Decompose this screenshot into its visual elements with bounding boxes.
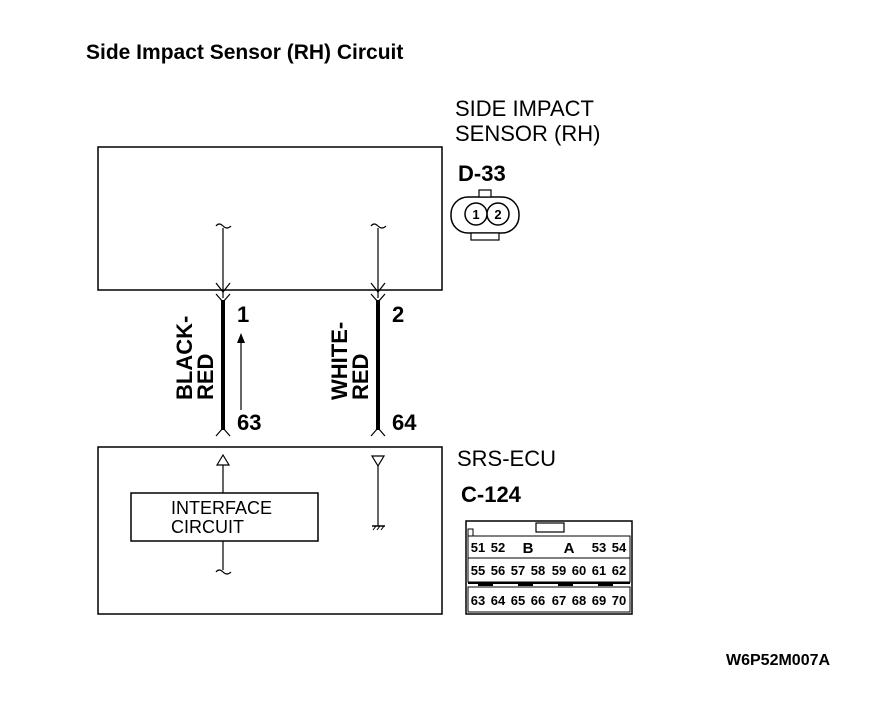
ecu-cell-64: 64 [491, 593, 506, 608]
ecu-cell-70: 70 [612, 593, 626, 608]
sensor-name-line1: SIDE IMPACT [455, 96, 594, 121]
ecu-cell-52: 52 [491, 540, 505, 555]
interface-circuit-line1: INTERFACE [171, 498, 272, 518]
figure-code: W6P52M007A [726, 652, 830, 669]
ecu-name: SRS-ECU [457, 446, 556, 471]
ecu-cell-67: 67 [552, 593, 566, 608]
sensor-pin-1-label: 1 [472, 207, 479, 222]
wire-black-red [215, 223, 245, 437]
ecu-cell-58: 58 [531, 563, 545, 578]
ecu-cell-57: 57 [511, 563, 525, 578]
ecu-cell-61: 61 [592, 563, 606, 578]
wire1-color-line2: RED [193, 354, 218, 400]
wire2-color-line1: WHITE- [327, 322, 352, 400]
wire1-ecu-pin: 63 [237, 410, 261, 435]
sensor-name-line2: SENSOR (RH) [455, 121, 600, 146]
ecu-cell-65: 65 [511, 593, 525, 608]
ecu-pin63-path [215, 453, 232, 575]
interface-circuit-box [130, 492, 319, 542]
ecu-cell-69: 69 [592, 593, 606, 608]
wire1-color-line1: BLACK- [172, 316, 197, 400]
ecu-cell-a: A [564, 540, 575, 557]
ecu-cell-68: 68 [572, 593, 586, 608]
ecu-cell-60: 60 [572, 563, 586, 578]
ecu-pin64-ground [370, 455, 386, 531]
ecu-connector-face: 51 52 B A 53 54 55 56 57 58 59 60 61 62 … [465, 520, 633, 615]
ecu-cell-56: 56 [491, 563, 505, 578]
ecu-connector-id: C-124 [461, 482, 522, 507]
interface-circuit-line2: CIRCUIT [171, 517, 244, 537]
ecu-cell-54: 54 [612, 540, 627, 555]
ecu-cell-66: 66 [531, 593, 545, 608]
ecu-box [97, 446, 443, 615]
ecu-cell-59: 59 [552, 563, 566, 578]
ecu-cell-53: 53 [592, 540, 606, 555]
wire2-color-line2: RED [348, 354, 373, 400]
wire2-ecu-pin: 64 [392, 410, 417, 435]
wire-white-red [370, 223, 387, 437]
ecu-cell-55: 55 [471, 563, 485, 578]
wire1-sensor-pin: 1 [237, 302, 249, 327]
wire2-sensor-pin: 2 [392, 302, 404, 327]
sensor-pin-2-label: 2 [494, 207, 501, 222]
ecu-cell-63: 63 [471, 593, 485, 608]
ecu-cell-b: B [523, 540, 534, 557]
sensor-box [97, 146, 443, 291]
diagram-title: Side Impact Sensor (RH) Circuit [86, 41, 403, 64]
sensor-connector-face: 1 2 [450, 189, 520, 241]
sensor-connector-id: D-33 [458, 161, 506, 186]
ecu-cell-51: 51 [471, 540, 485, 555]
ecu-cell-62: 62 [612, 563, 626, 578]
